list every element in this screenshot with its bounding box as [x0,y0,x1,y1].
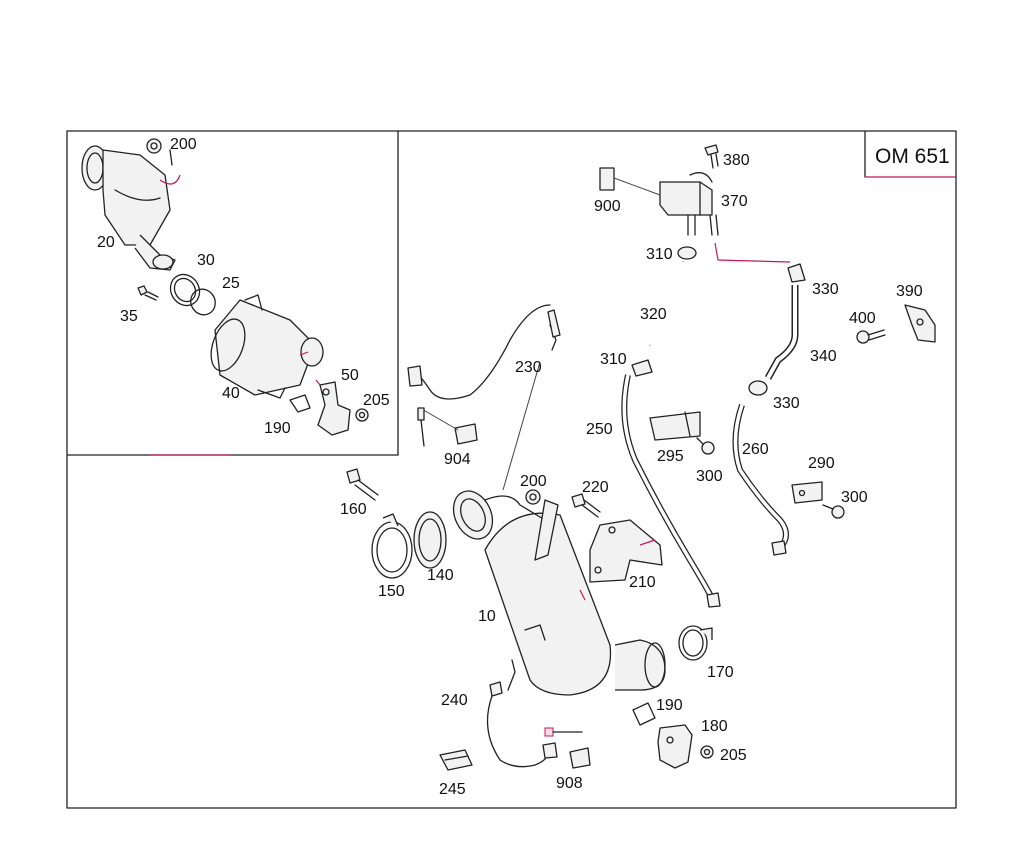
part-50-bracket[interactable] [315,379,351,436]
callout-310: 310 [646,246,673,263]
part-900-connector[interactable] [599,167,661,196]
diagram-frame [66,130,957,809]
part-180-bracket[interactable] [657,724,693,769]
part-908-connector[interactable] [544,727,591,769]
callout-190: 190 [264,420,291,437]
part-205-nut-inset[interactable] [355,408,369,422]
callout-260: 260 [742,441,769,458]
part-320-hose[interactable] [648,261,685,347]
part-400-bolt[interactable] [856,329,886,344]
callout-50: 50 [341,367,359,384]
callout-320: 320 [640,306,667,323]
callout-340: 340 [810,348,837,365]
callout-190b: 190 [656,697,683,714]
part-904-connector[interactable] [417,407,478,447]
part-220-bolt[interactable] [571,493,601,518]
part-170-clamp[interactable] [678,625,713,661]
part-330-clamp-top[interactable] [787,263,806,283]
part-230-temp-sensor[interactable] [407,304,561,491]
part-250-pipe[interactable] [621,374,721,608]
callout-300b: 300 [841,489,868,506]
callout-904: 904 [444,451,471,468]
part-200-nut-main[interactable] [525,489,541,505]
callout-30: 30 [197,252,215,269]
part-390-bracket[interactable] [904,304,936,343]
callout-230: 230 [515,359,542,376]
part-330-clamp-mid[interactable] [748,380,768,396]
part-240-temp-sensor[interactable] [486,659,558,768]
part-310-clamp-mid[interactable] [631,359,653,377]
callout-10: 10 [478,608,496,625]
callout-290: 290 [808,455,835,472]
callout-labels: 200 20 30 25 35 40 50 205 190 380 370 90… [97,136,923,798]
part-200-nut[interactable] [146,138,162,154]
callout-245: 245 [439,781,466,798]
callout-25: 25 [222,275,240,292]
callout-390: 390 [896,283,923,300]
callout-330: 330 [812,281,839,298]
callout-200: 200 [170,136,197,153]
part-370-pressure-sensor[interactable] [659,172,719,236]
callout-380: 380 [723,152,750,169]
part-35-bolt[interactable] [137,285,159,301]
callout-900: 900 [594,198,621,215]
part-140-gasket[interactable] [413,511,447,569]
part-380-bolt[interactable] [704,144,719,169]
callout-908: 908 [556,775,583,792]
callout-300: 300 [696,468,723,485]
callout-200b: 200 [520,473,547,490]
callout-170: 170 [707,664,734,681]
part-300-bolt-a[interactable] [696,437,715,455]
part-150-clamp[interactable] [371,513,413,579]
part-340-hose[interactable] [764,285,799,380]
callout-330b: 330 [773,395,800,412]
part-10-diesel-particulate-filter[interactable] [446,485,666,696]
callout-205: 205 [363,392,390,409]
part-295-heat-shield[interactable] [649,411,701,441]
part-40-particulate-filter[interactable] [205,294,324,399]
callout-20: 20 [97,234,115,251]
callout-295: 295 [657,448,684,465]
callout-310b: 310 [600,351,627,368]
part-190-clip-inset[interactable] [289,394,311,413]
callout-160: 160 [340,501,367,518]
callout-400: 400 [849,310,876,327]
callout-150: 150 [378,583,405,600]
part-25-gasket[interactable] [186,285,220,320]
part-205-nut-main[interactable] [700,745,714,759]
callout-140: 140 [427,567,454,584]
part-310-clamp-top[interactable] [677,246,697,260]
engine-code-box: OM 651 [864,130,956,178]
callout-205b: 205 [720,747,747,764]
callout-35: 35 [120,308,138,325]
callout-220: 220 [582,479,609,496]
part-260-pipe[interactable] [732,404,789,556]
part-300-bolt-b[interactable] [822,504,845,519]
callout-250: 250 [586,421,613,438]
part-160-bolt[interactable] [346,468,379,501]
part-20-catalytic-converter[interactable] [81,145,181,271]
callout-40: 40 [222,385,240,402]
callout-210: 210 [629,574,656,591]
callout-370: 370 [721,193,748,210]
part-210-bracket[interactable] [589,519,663,583]
callout-180: 180 [701,718,728,735]
part-245-holder[interactable] [439,749,473,771]
part-190-clip-main[interactable] [632,702,656,726]
callout-240: 240 [441,692,468,709]
engine-code: OM 651 [875,145,950,168]
part-290-bracket[interactable] [791,481,823,504]
